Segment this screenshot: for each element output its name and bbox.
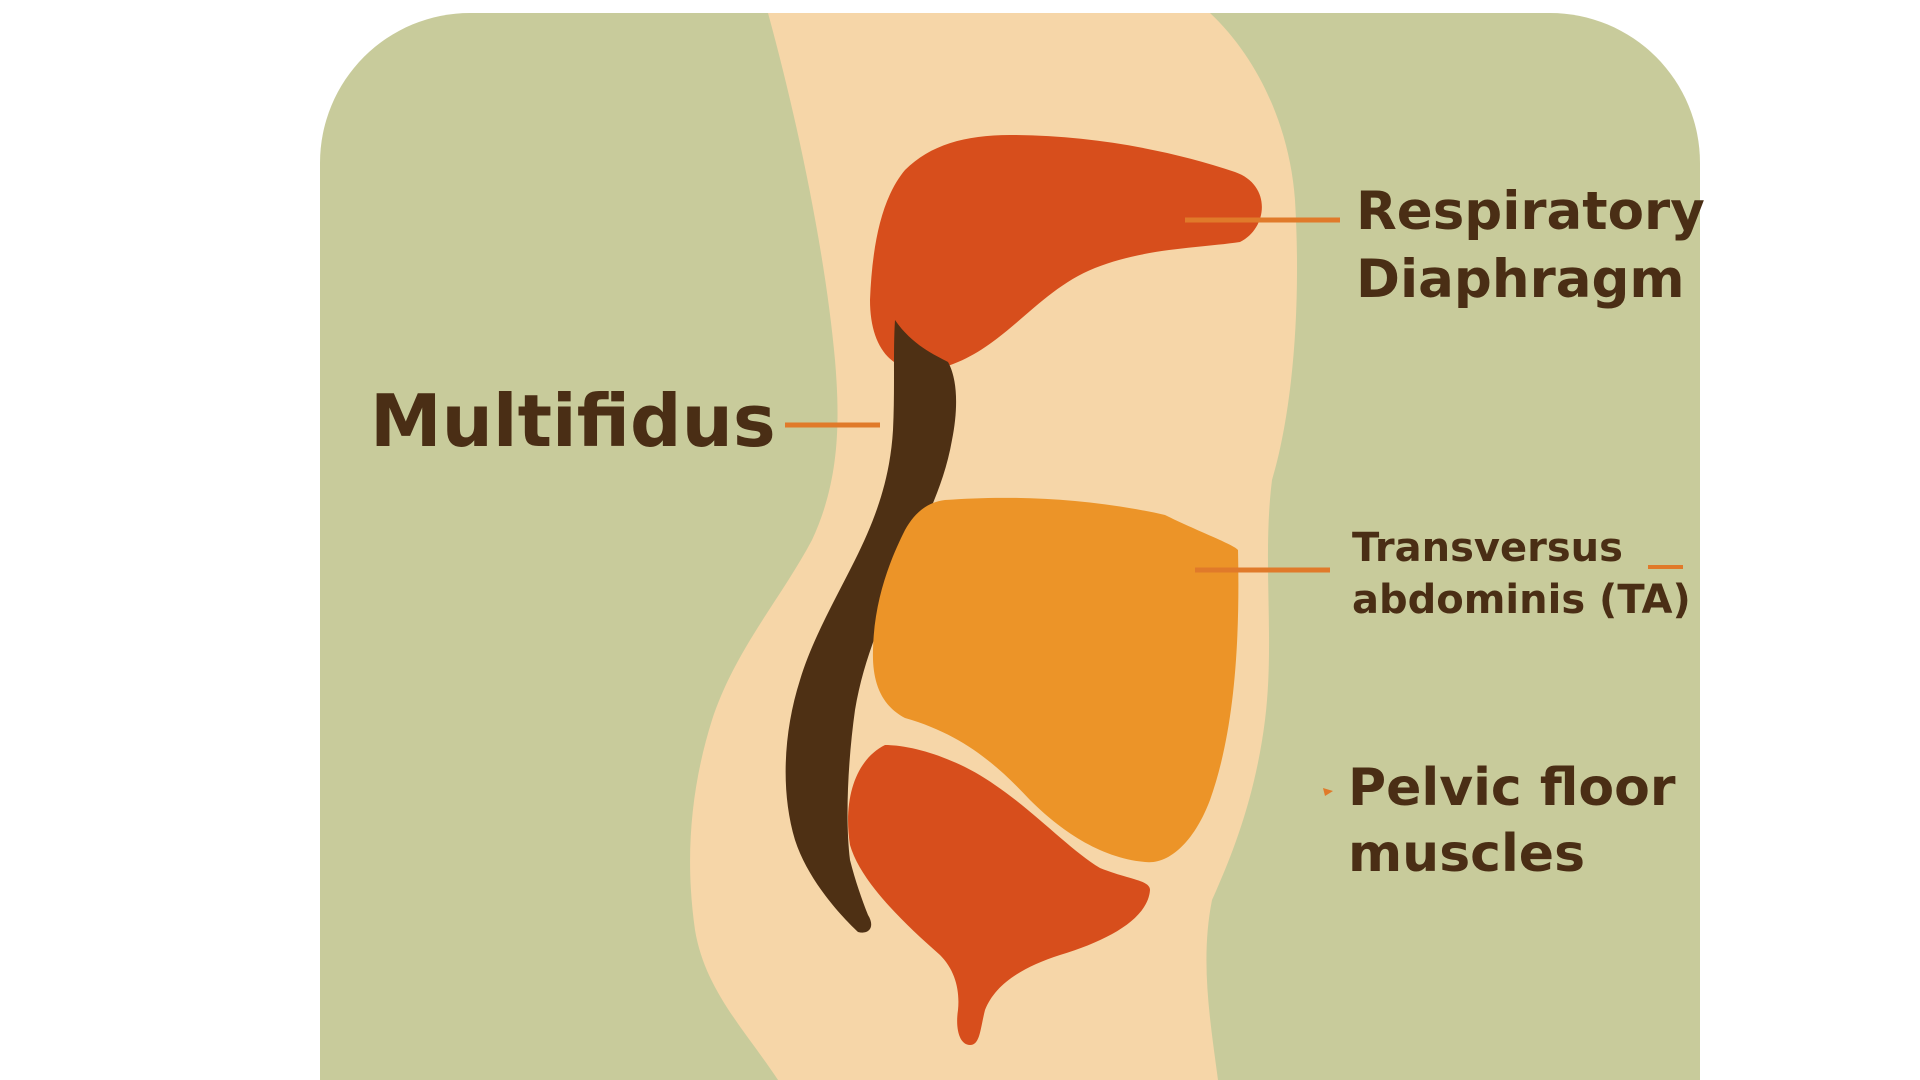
respiratory-diaphragm	[870, 135, 1262, 371]
pelvic-floor-label: Pelvic floor muscles	[1348, 755, 1676, 887]
transversus-abdominis-label-line2: abdominis (TA)	[1352, 577, 1691, 623]
transversus-abdominis-label: Transversus abdominis (TA)	[1352, 522, 1691, 626]
respiratory-diaphragm-label-line2: Diaphragm	[1356, 249, 1685, 310]
pelvic-floor-label-line2: muscles	[1348, 824, 1586, 884]
pelvic-floor-leader-mark	[1323, 788, 1333, 796]
multifidus-muscle	[785, 320, 957, 933]
transversus-abdominis-label-line1: Transversus	[1352, 525, 1623, 571]
respiratory-diaphragm-label: Respiratory Diaphragm	[1356, 178, 1705, 314]
transversus-abdominis	[872, 497, 1239, 863]
pelvic-floor-label-line1: Pelvic floor	[1348, 758, 1676, 818]
panel-art	[320, 13, 1700, 1080]
multifidus-label-text: Multifidus	[370, 379, 776, 463]
multifidus-label: Multifidus	[370, 385, 776, 457]
respiratory-diaphragm-label-line1: Respiratory	[1356, 181, 1705, 242]
background-panel	[320, 13, 1700, 1080]
pelvic-floor	[848, 745, 1150, 1045]
